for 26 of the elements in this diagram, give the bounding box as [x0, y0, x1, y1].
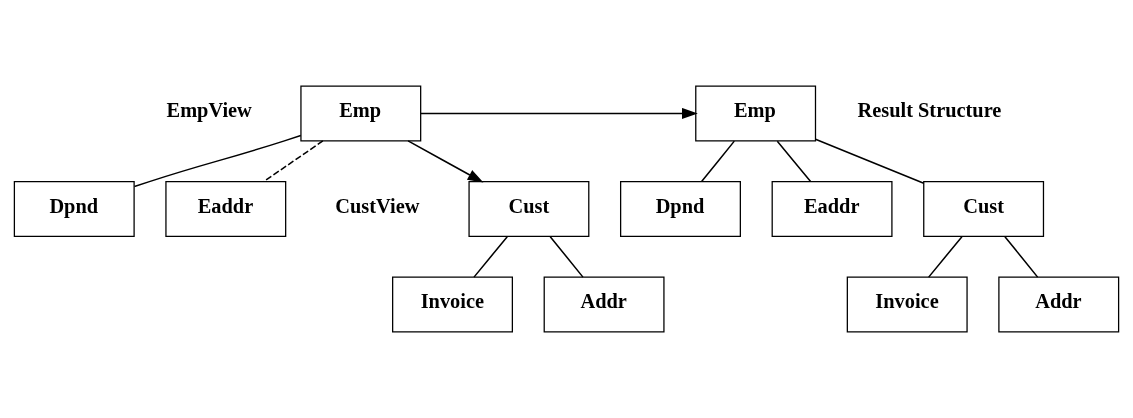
arrow	[407, 140, 484, 183]
connector	[473, 235, 508, 278]
node-box: Emp	[695, 85, 817, 142]
node-box: Dpnd	[13, 181, 135, 237]
connector	[549, 235, 584, 278]
node-box: Dpnd	[620, 181, 741, 237]
label: CustView	[335, 194, 420, 217]
connector	[927, 235, 963, 278]
node-box: Eaddr	[771, 181, 893, 237]
node-box: Invoice	[392, 276, 513, 333]
connector	[776, 140, 812, 183]
node-box: Addr	[998, 276, 1120, 333]
node-box: Cust	[923, 181, 1045, 237]
node-box: Eaddr	[165, 181, 287, 237]
node-box: Addr	[543, 276, 665, 333]
arrow	[420, 107, 698, 119]
connector	[133, 134, 302, 188]
node-box: Invoice	[846, 276, 968, 333]
connector	[700, 140, 736, 183]
connector	[814, 138, 925, 185]
label: EmpView	[166, 99, 252, 122]
node-box: Emp	[300, 85, 422, 142]
connector	[1004, 235, 1039, 278]
label: Result Structure	[857, 99, 1002, 122]
node-box: Cust	[468, 181, 590, 237]
connector	[263, 140, 324, 183]
